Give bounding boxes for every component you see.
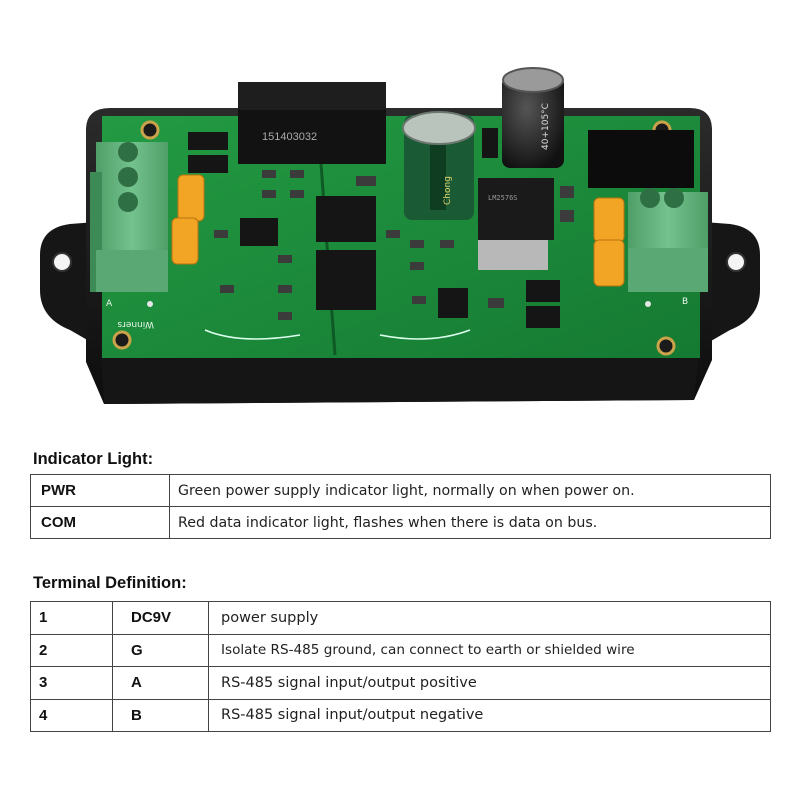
terminal-number: 4 bbox=[30, 698, 113, 732]
led-com bbox=[147, 301, 153, 307]
table-row: 2 G Isolate RS-485 ground, can connect t… bbox=[30, 633, 771, 667]
voltage-regulator: LM2576S bbox=[478, 178, 554, 270]
capacitor-label: 40+105°C bbox=[541, 103, 551, 150]
ic-chips bbox=[188, 128, 560, 328]
terminal-table: 1 DC9V power supply 2 G Isolate RS-485 g… bbox=[30, 601, 771, 732]
terminal-symbol: A bbox=[112, 666, 209, 700]
terminal-title: Terminal Definition: bbox=[33, 574, 187, 592]
terminal-definition: RS-485 signal input/output positive bbox=[208, 666, 771, 700]
terminal-definition: power supply bbox=[208, 601, 771, 635]
indicator-table: PWR Green power supply indicator light, … bbox=[30, 474, 771, 539]
led-pwr bbox=[645, 301, 651, 307]
smd-components bbox=[214, 170, 574, 320]
fuses bbox=[171, 174, 625, 287]
capacitor-small: 40+105°C bbox=[502, 67, 564, 168]
terminal-definition: RS-485 signal input/output negative bbox=[208, 698, 771, 732]
terminal-number: 1 bbox=[30, 601, 113, 635]
svg-text:Chong: Chong bbox=[443, 176, 453, 205]
terminal-a-label: A bbox=[106, 299, 113, 309]
capacitor-large: Chong bbox=[402, 111, 476, 220]
svg-text:LM2576S: LM2576S bbox=[488, 194, 518, 202]
indicator-title: Indicator Light: bbox=[33, 450, 154, 468]
terminal-symbol: B bbox=[112, 698, 209, 732]
terminal-b-label: B bbox=[682, 297, 688, 307]
brand-label: Winners bbox=[117, 319, 154, 329]
table-row: COM Red data indicator light, flashes wh… bbox=[30, 506, 771, 539]
indicator-key: PWR bbox=[30, 474, 170, 507]
terminal-definition: Isolate RS-485 ground, can connect to ea… bbox=[208, 633, 771, 667]
product-photo: 151403032 Chong 40+105°C LM2576S bbox=[40, 67, 760, 404]
table-row: 1 DC9V power supply bbox=[30, 601, 771, 635]
table-row: PWR Green power supply indicator light, … bbox=[30, 474, 771, 507]
isolation-module: 151403032 bbox=[238, 82, 386, 164]
terminal-number: 2 bbox=[30, 633, 113, 667]
terminal-symbol: G bbox=[112, 633, 209, 667]
table-row: 4 B RS-485 signal input/output negative bbox=[30, 698, 771, 732]
terminal-block-left bbox=[90, 142, 168, 292]
table-row: 3 A RS-485 signal input/output positive bbox=[30, 666, 771, 700]
terminal-block-right bbox=[628, 188, 708, 292]
module-label: 151403032 bbox=[262, 131, 317, 143]
indicator-desc: Red data indicator light, flashes when t… bbox=[169, 506, 771, 539]
terminal-symbol: DC9V bbox=[112, 601, 209, 635]
terminal-number: 3 bbox=[30, 666, 113, 700]
indicator-key: COM bbox=[30, 506, 170, 539]
dc-jack bbox=[588, 130, 694, 188]
indicator-desc: Green power supply indicator light, norm… bbox=[169, 474, 771, 507]
